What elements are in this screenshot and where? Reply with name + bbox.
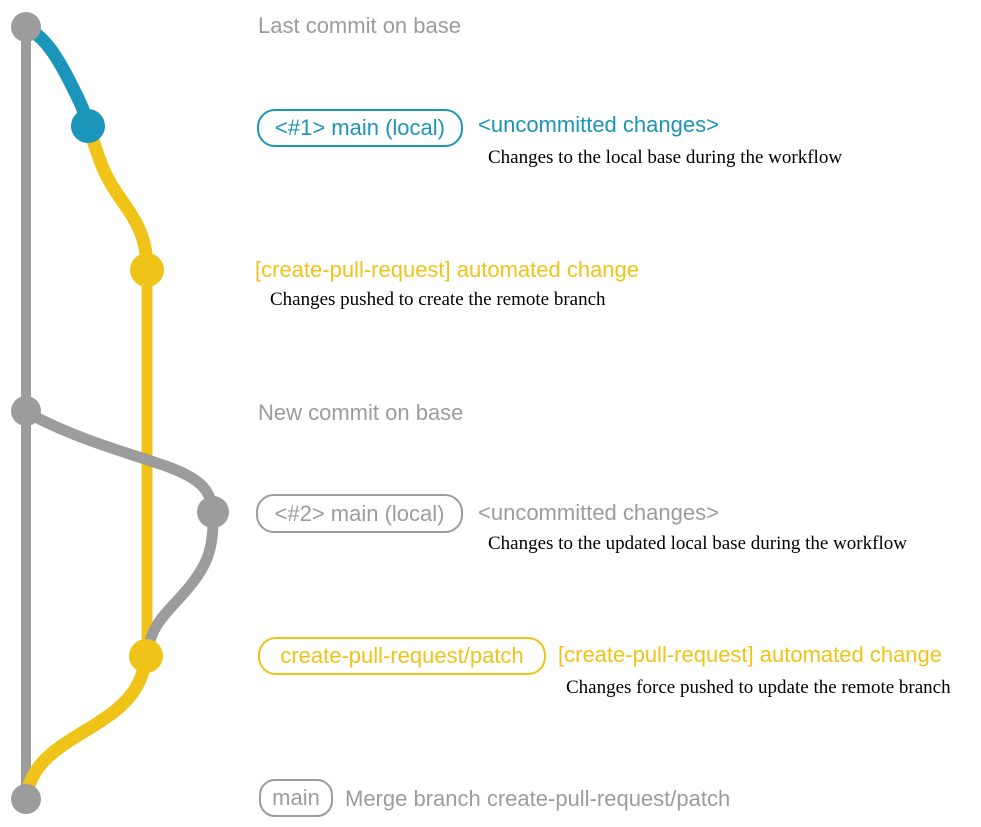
branch-badge-main-local-2-text: <#2> main (local) [274, 500, 445, 526]
branch-badge-main-local-1-text: <#1> main (local) [275, 115, 445, 140]
branch-badge-create-pull-request-patch-text: create-pull-request/patch [280, 643, 524, 668]
uncommitted-changes-label-1: <uncommitted changes> [478, 112, 719, 137]
edge-new-commit-to-local-main-2 [22, 407, 219, 518]
branch-badge-main-local-1: <#1> main (local) [257, 109, 463, 147]
commit-message-automated-change-2: [create-pull-request] automated change [558, 642, 943, 667]
commit-node-merge-commit [11, 784, 41, 814]
edge-local-main-1-to-automated-change-1 [82, 123, 154, 273]
description-changes-pushed: Changes pushed to create the remote bran… [270, 289, 606, 310]
commit-node-automated-change-2 [129, 639, 163, 673]
branch-badge-main: main [259, 779, 333, 817]
merge-commit-message-label: Merge branch create-pull-request/patch [345, 786, 731, 811]
commit-node-local-main-1 [71, 109, 105, 143]
branch-badge-create-pull-request-patch: create-pull-request/patch [258, 637, 546, 675]
branch-badge-main-text: main [272, 785, 320, 810]
edge-local-main-2-to-automated-change-2 [141, 508, 219, 661]
edge-base-to-local-main-1 [20, 21, 95, 133]
description-updated-local-base-changes: Changes to the updated local base during… [488, 533, 907, 554]
commit-node-last-commit-on-base [11, 12, 41, 42]
commit-node-local-main-2 [197, 496, 229, 528]
edge-automated-change-2-to-merge [19, 651, 153, 805]
commit-node-automated-change-1 [130, 253, 164, 287]
last-commit-on-base-label: Last commit on base [258, 13, 461, 38]
commit-message-automated-change-1: [create-pull-request] automated change [255, 257, 640, 282]
branch-badge-main-local-2: <#2> main (local) [256, 494, 463, 533]
description-changes-force-pushed: Changes force pushed to update the remot… [566, 677, 951, 698]
description-local-base-changes: Changes to the local base during the wor… [488, 147, 843, 168]
uncommitted-changes-label-2: <uncommitted changes> [478, 500, 719, 525]
new-commit-on-base-label: New commit on base [258, 400, 464, 425]
commit-node-new-commit-on-base [11, 396, 41, 426]
